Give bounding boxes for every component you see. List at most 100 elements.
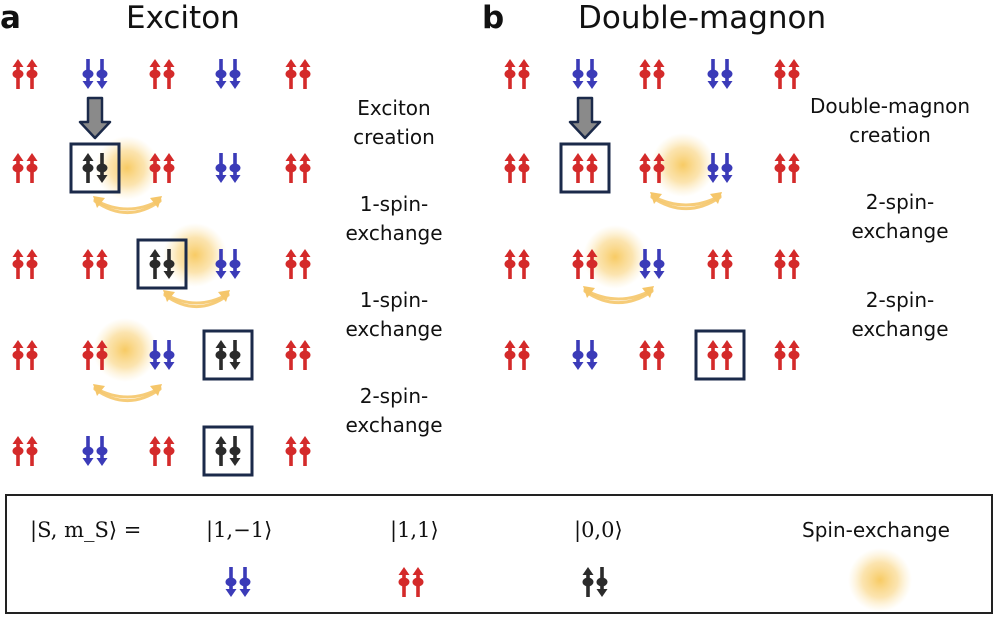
- panel-a-letter: a: [0, 0, 21, 36]
- spin-pair-up: [504, 340, 530, 370]
- excitation-arrows: [78, 96, 602, 140]
- spin-pair-up: [285, 59, 311, 89]
- spin-pair-up: [149, 59, 175, 89]
- spin-pair-singlet: [149, 249, 175, 279]
- step-label-line2: exchange: [345, 317, 443, 341]
- panel-a-step-4: 2-spin- exchange: [334, 382, 454, 440]
- exchange-arrow: [93, 196, 162, 214]
- excitation-arrow: [568, 96, 602, 140]
- highlight-box: [69, 142, 121, 194]
- spin-pair-down: [707, 153, 733, 183]
- spin-pair-up: [774, 153, 800, 183]
- spin-pair-up: [504, 153, 530, 183]
- spin-pair-up: [285, 249, 311, 279]
- step-label-line1: 2-spin-: [359, 384, 429, 408]
- step-label-line2: exchange: [345, 221, 443, 245]
- spin-pair-singlet: [582, 567, 608, 597]
- step-label-line1: 2-spin-: [865, 288, 935, 312]
- step-label-line2: creation: [353, 125, 435, 149]
- spin-pair-down: [215, 249, 241, 279]
- spin-pair-down: [225, 567, 251, 597]
- step-label-line1: 2-spin-: [865, 190, 935, 214]
- spin-pair-down: [572, 59, 598, 89]
- panel-b-step-2: 2-spin- exchange: [840, 188, 960, 246]
- spin-pair-down: [82, 436, 108, 466]
- legend-box: [5, 494, 993, 614]
- spin-pair-up: [774, 340, 800, 370]
- spin-pair-up: [774, 59, 800, 89]
- spin-pair-up: [12, 153, 38, 183]
- spin-pair-up: [504, 59, 530, 89]
- exchange-arrow: [583, 286, 654, 304]
- spin-pair-singlet: [215, 436, 241, 466]
- step-label-line2: exchange: [851, 317, 949, 341]
- spin-pair-up: [82, 249, 108, 279]
- highlight-box: [694, 329, 746, 381]
- step-label-line1: 1-spin-: [359, 192, 429, 216]
- spin-pair-up: [398, 567, 424, 597]
- exchange-arrow: [650, 192, 722, 210]
- spin-pair-up: [149, 436, 175, 466]
- spin-pair-down: [639, 249, 665, 279]
- spin-pair-up: [12, 340, 38, 370]
- panel-b-title: Double-magnon: [578, 0, 827, 36]
- spin-pair-down: [215, 153, 241, 183]
- spin-exchange-glow: [93, 318, 157, 382]
- spin-exchange-glow: [163, 223, 227, 287]
- step-label-line2: exchange: [345, 413, 443, 437]
- exchange-arrow: [163, 290, 230, 308]
- spin-pair-up: [149, 153, 175, 183]
- spin-pair-up: [572, 249, 598, 279]
- spin-pair-up: [572, 153, 598, 183]
- exchange-arrow: [93, 384, 162, 402]
- highlight-box: [202, 329, 254, 381]
- spin-pair-up: [504, 249, 530, 279]
- step-label-line1: Exciton: [357, 96, 431, 120]
- highlight-box: [136, 238, 188, 290]
- step-label-line2: exchange: [851, 219, 949, 243]
- spin-exchange-glow: [848, 548, 912, 612]
- spin-pair-up: [707, 340, 733, 370]
- spin-pair-down: [215, 59, 241, 89]
- panel-b-letter: b: [482, 0, 505, 36]
- spin-pair-up: [12, 59, 38, 89]
- step-label-line2: creation: [849, 123, 931, 147]
- excitation-arrow: [78, 96, 112, 140]
- spin-pair-up: [12, 249, 38, 279]
- spin-lattice: [12, 59, 800, 597]
- spin-exchange-glow: [95, 136, 159, 200]
- panel-b-step-1: Double-magnon creation: [800, 92, 980, 150]
- spin-pair-up: [639, 340, 665, 370]
- legend-state-singlet: |0,0⟩: [574, 518, 623, 542]
- highlight-boxes: [69, 142, 746, 477]
- spin-pair-up: [774, 249, 800, 279]
- spin-exchange-glow: [583, 225, 647, 289]
- spin-pair-singlet: [215, 340, 241, 370]
- legend-state-down: |1,−1⟩: [206, 518, 273, 542]
- spin-pair-up: [285, 153, 311, 183]
- legend-state-up: |1,1⟩: [390, 518, 439, 542]
- legend-exchange-label: Spin-exchange: [802, 518, 950, 542]
- panel-a-title: Exciton: [126, 0, 240, 36]
- spin-pair-down: [82, 59, 108, 89]
- panel-b-step-3: 2-spin- exchange: [840, 286, 960, 344]
- spin-pair-singlet: [82, 153, 108, 183]
- step-label-line1: Double-magnon: [809, 94, 971, 118]
- highlight-box: [202, 425, 254, 477]
- spin-pair-up: [12, 436, 38, 466]
- panel-a-step-2: 1-spin- exchange: [334, 190, 454, 248]
- spin-pair-up: [285, 436, 311, 466]
- panel-a-step-3: 1-spin- exchange: [334, 286, 454, 344]
- legend-state-label: |S, m_S⟩ =: [30, 518, 142, 542]
- highlight-box: [559, 142, 611, 194]
- spin-pair-down: [149, 340, 175, 370]
- spin-pair-up: [82, 340, 108, 370]
- spin-pair-down: [707, 59, 733, 89]
- panel-a-step-1: Exciton creation: [334, 94, 454, 152]
- spin-pair-up: [707, 249, 733, 279]
- spin-exchange-glow: [651, 133, 715, 197]
- spin-pair-down: [572, 340, 598, 370]
- exchange-arrows: [93, 192, 722, 402]
- spin-pair-up: [639, 153, 665, 183]
